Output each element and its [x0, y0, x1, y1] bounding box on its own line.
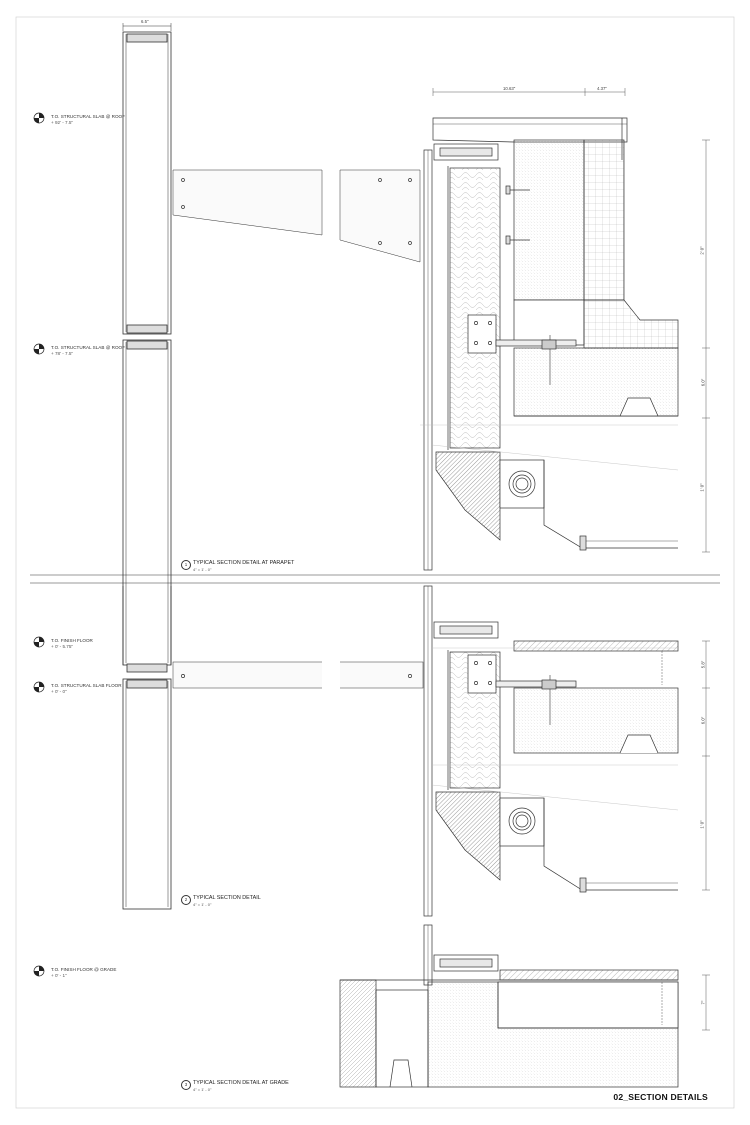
detail-2-typical — [172, 585, 710, 917]
elevation-label-roof-2: T.O. STRUCTURAL SLAB @ ROOF + 78' - 7.5" — [51, 345, 125, 357]
detail-3-grade — [339, 924, 710, 1088]
elevation-name: T.O. STRUCTURAL SLAB @ ROOF — [51, 114, 125, 119]
dim-mullion-width: 6.5" — [141, 19, 149, 24]
detail-scale: 4" = 1' - 0" — [193, 901, 212, 907]
dim-grade-finish: 7" — [700, 1000, 706, 1005]
detail-scale: 4" = 1' - 0" — [193, 566, 212, 572]
elevation-value: + 0' - 1" — [51, 973, 67, 978]
dim-slab-depth-1: 6.0" — [700, 378, 706, 387]
elevation-value: + 0' - 0" — [51, 689, 67, 694]
detail-number: 2 — [181, 895, 191, 905]
elevation-label-grade: T.O. FINISH FLOOR @ GRADE + 0' - 1" — [51, 967, 116, 979]
detail-scale: 4" = 1' - 0" — [193, 1086, 212, 1092]
detail-number: 3 — [181, 1080, 191, 1090]
elevation-value: + 92' - 7.5" — [51, 120, 74, 125]
dim-parapet-left: 10.63" — [503, 86, 516, 91]
dim-soffit-height-2: 1' 0" — [699, 820, 705, 829]
elevation-marker-icon — [33, 636, 45, 648]
elevation-value: + 78' - 7.5" — [51, 351, 74, 356]
elevation-label-structural-floor: T.O. STRUCTURAL SLAB FLOOR + 0' - 0" — [51, 683, 122, 695]
dim-soffit-height-1: 1' 0" — [699, 483, 705, 492]
dim-parapet-right: 4.37" — [597, 86, 607, 91]
detail-title: TYPICAL SECTION DETAIL AT PARAPET — [193, 560, 295, 566]
elevation-marker-icon — [33, 343, 45, 355]
elevation-label-roof-1: T.O. STRUCTURAL SLAB @ ROOF + 92' - 7.5" — [51, 114, 125, 126]
elevation-marker-icon — [33, 112, 45, 124]
dim-floor-finish: 5.8" — [700, 660, 706, 669]
detail-title: TYPICAL SECTION DETAIL — [193, 895, 261, 901]
dim-parapet-height: 2' 0" — [699, 246, 705, 255]
elevation-name: T.O. FINISH FLOOR — [51, 638, 93, 643]
elevation-value: + 0' - 5.75" — [51, 644, 74, 649]
elevation-name: T.O. STRUCTURAL SLAB @ ROOF — [51, 345, 125, 350]
dim-slab-depth-2: 6.0" — [700, 716, 706, 725]
elevation-name: T.O. FINISH FLOOR @ GRADE — [51, 967, 117, 972]
sheet-title: 02_SECTION DETAILS — [613, 1092, 708, 1102]
elevation-marker-icon — [33, 681, 45, 693]
mullion-elevation — [122, 23, 172, 910]
elevation-label-finish-floor: T.O. FINISH FLOOR + 0' - 5.75" — [51, 638, 93, 650]
detail-title: TYPICAL SECTION DETAIL AT GRADE — [193, 1080, 289, 1086]
detail-number: 1 — [181, 560, 191, 570]
detail-1-parapet — [172, 88, 710, 571]
elevation-marker-icon — [33, 965, 45, 977]
elevation-name: T.O. STRUCTURAL SLAB FLOOR — [51, 683, 122, 688]
